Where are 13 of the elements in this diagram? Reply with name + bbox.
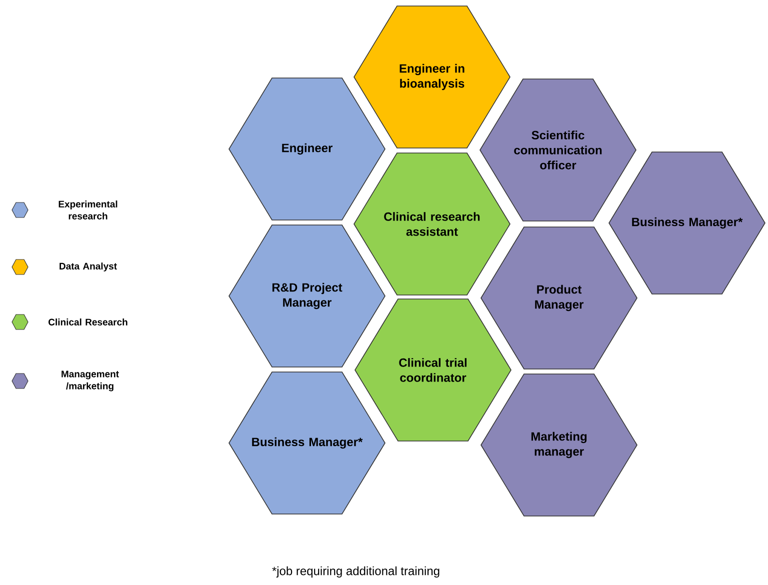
footnote: *job requiring additional training <box>272 566 440 578</box>
legend-label: Management /marketing <box>62 370 119 392</box>
hexagon: Marketing manager <box>480 374 638 516</box>
hexagon: Product Manager <box>480 226 638 370</box>
legend-label: Experimental research <box>58 200 118 220</box>
legend-label: Data Analyst <box>60 262 117 272</box>
hexagon: Clinical research assistant <box>354 152 510 296</box>
hexagon: R&D Project Manager <box>228 224 386 368</box>
hexagon: Business Manager* <box>608 152 766 294</box>
hexagon: Business Manager* <box>228 372 386 514</box>
hexagon: Engineer in bioanalysis <box>354 6 510 148</box>
legend-label: Clinical Research <box>48 318 128 326</box>
hexagon: Engineer <box>228 78 386 220</box>
